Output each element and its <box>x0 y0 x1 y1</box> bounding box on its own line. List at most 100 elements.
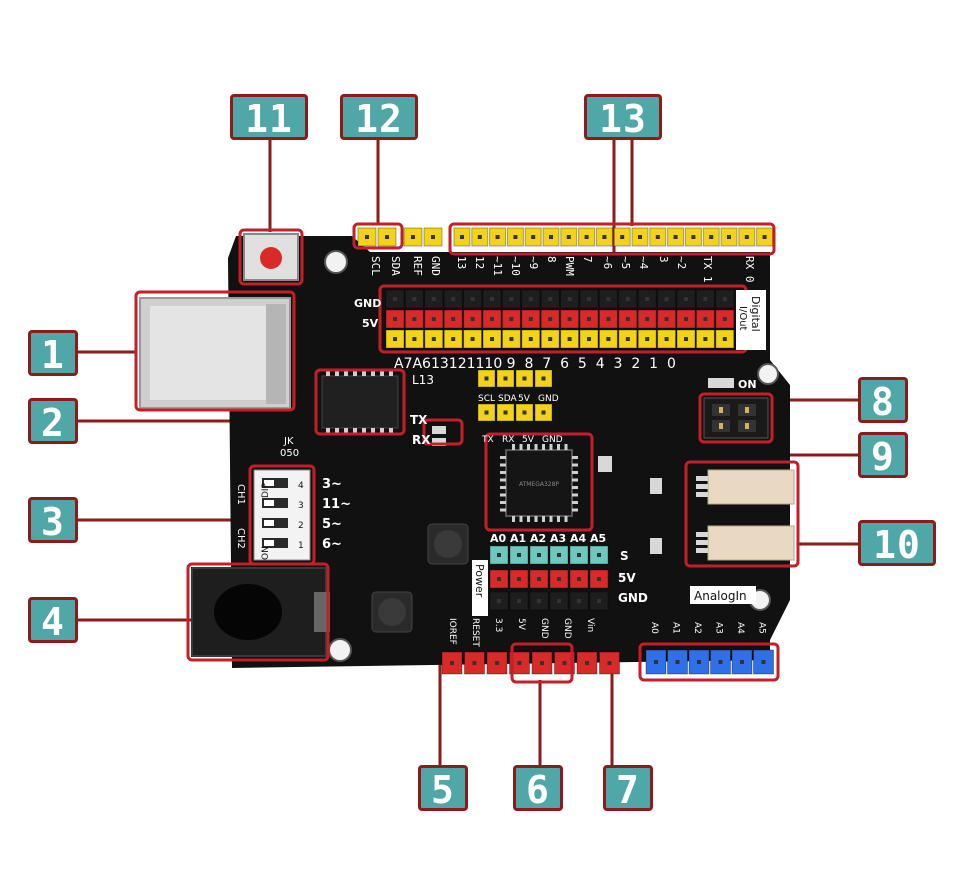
triple-pin-gnd-hole <box>722 297 727 301</box>
top-header-label: SDA <box>389 256 402 276</box>
top-header-label: PWM <box>563 256 576 276</box>
dip-toggle <box>262 478 288 488</box>
top-header-label: 8 <box>545 256 558 263</box>
triple-pin-signal-hole <box>548 337 553 341</box>
i2c-header <box>477 369 553 422</box>
smd-part <box>598 456 612 472</box>
mcu-pin <box>519 444 523 450</box>
highlight-reset <box>238 228 304 286</box>
dip-toggle-knob <box>264 540 274 546</box>
triple-pin-5v-hole <box>625 317 630 321</box>
pin-header-2x2-pins <box>712 404 756 432</box>
dip-label: DIP <box>261 482 271 498</box>
triple-pin-gnd-hole <box>412 297 417 301</box>
io-label: I/Out <box>737 306 748 331</box>
dip-toggle-knob <box>264 500 274 506</box>
mcu-pin <box>512 516 515 522</box>
top-header-label: GND <box>429 256 442 276</box>
uart-label: 5V <box>522 435 535 445</box>
power-pin-hole <box>495 661 499 665</box>
triple-pin-5v-hole <box>451 317 456 321</box>
callout-12: 12 <box>340 94 418 141</box>
triple-pin-signal-hole <box>393 337 397 341</box>
analog-in-pin-hole <box>718 660 723 664</box>
s-label: S <box>620 549 629 563</box>
dip-toggle-knob <box>264 480 274 486</box>
smd-parts <box>432 378 734 554</box>
i2c-pin-hole <box>503 410 508 415</box>
chip-pin <box>380 370 384 376</box>
callout-11: 11 <box>230 94 308 141</box>
analog-top-label: A3 <box>550 532 566 545</box>
triple-pin-signal-hole <box>606 337 611 341</box>
power-pin-hole <box>607 661 612 665</box>
triple-header <box>385 289 735 349</box>
header-pin-digital-hole <box>602 235 607 239</box>
mount-hole-1 <box>324 250 348 274</box>
header-pin-digital-hole <box>477 235 482 239</box>
analog-pin-signal-hole <box>517 553 521 557</box>
triple-pin-5v-hole <box>431 317 436 321</box>
i2c-pin-hole <box>522 376 527 381</box>
dip-toggle <box>262 498 288 508</box>
analog-pin-signal-hole <box>537 553 541 557</box>
analog-in-label: AnalogIn <box>694 589 747 603</box>
analog-pin-gnd-hole <box>557 599 561 603</box>
callout-8: 8 <box>858 377 908 424</box>
triple-pin-gnd-hole <box>567 297 572 301</box>
mcu-pin <box>500 471 506 474</box>
analog-header <box>645 649 774 675</box>
top-header-label: ~9 <box>527 256 540 269</box>
usb-port-side <box>266 304 286 404</box>
servo-pin <box>696 548 708 553</box>
analog-pin-gnd-hole <box>597 599 601 603</box>
header-pin-digital-hole <box>727 235 731 239</box>
analog-in-pin-hole <box>761 660 766 664</box>
chip-pin <box>362 428 366 434</box>
header-pin-digital-hole <box>762 235 767 239</box>
header-pin-digital-hole <box>566 235 571 239</box>
reset-button-cap <box>260 247 282 269</box>
chip-pin <box>344 428 348 434</box>
triple-pin-signal-hole <box>703 337 708 341</box>
highlight-scl <box>352 222 404 250</box>
highlight-txrx <box>422 418 464 446</box>
triple-pin-gnd-hole <box>528 297 533 301</box>
triple-pin-gnd-hole <box>684 297 688 301</box>
mcu-pin <box>512 444 515 450</box>
analog-bottom-label: A4 <box>735 622 745 634</box>
highlight-usb-chip <box>314 368 406 436</box>
pin-gold <box>745 407 749 413</box>
pin-gold <box>745 423 749 429</box>
mcu-pin <box>500 456 506 459</box>
mcu-pin <box>572 463 578 467</box>
i2c-pin-hole <box>484 410 489 415</box>
mount-hole-2 <box>757 363 779 385</box>
power-pin-label: RESET <box>470 618 480 647</box>
power-pin-label: IOREF <box>447 618 457 645</box>
chip-pin <box>353 370 357 376</box>
uart-label: RX <box>502 435 514 445</box>
callout-10: 10 <box>858 520 936 567</box>
mcu-pin <box>572 486 578 489</box>
header-pin-digital-hole <box>673 235 678 239</box>
pin-gold <box>719 407 723 413</box>
jk-value: 050 <box>280 448 299 459</box>
triple-pin-gnd-hole <box>431 297 436 301</box>
power-pin-hole <box>517 661 522 665</box>
chip-pin <box>371 428 375 434</box>
callout-3: 3 <box>28 497 78 544</box>
triple-pin-5v-hole <box>722 317 727 321</box>
mcu-pin <box>534 444 538 450</box>
mcu-pin <box>500 463 506 467</box>
callout-9: 9 <box>858 432 908 479</box>
mcu-pin <box>572 478 578 482</box>
dip-toggle-knob <box>264 520 274 526</box>
triple-pin-gnd-hole <box>625 297 630 301</box>
header-pin-digital-hole <box>691 235 696 239</box>
analog-in-label-box <box>690 586 756 604</box>
top-header-label: RX 0 <box>743 256 756 283</box>
analog-pin-gnd-hole <box>577 599 581 603</box>
analog-pin-signal-hole <box>557 553 561 557</box>
